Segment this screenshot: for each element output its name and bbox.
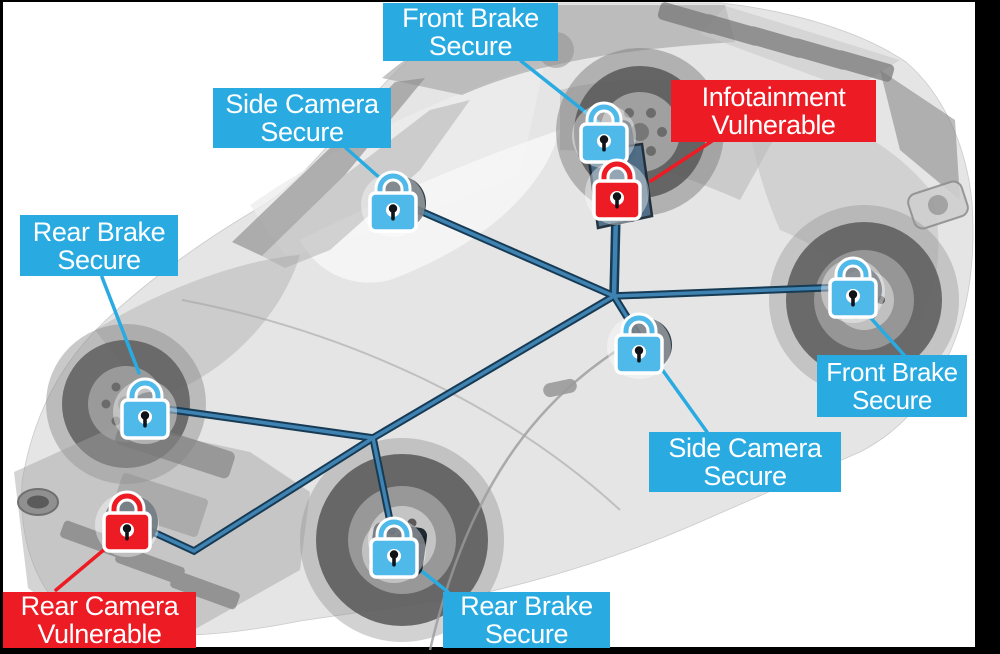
- lock-icon-infotainment: [585, 161, 649, 225]
- label-line2: Secure: [852, 385, 932, 415]
- label-side-camera-top: Side Camera Secure: [213, 88, 391, 148]
- label-line2: Secure: [260, 117, 344, 147]
- lock-icon-rear-brake-bottom: [362, 519, 426, 583]
- headlight: [907, 180, 969, 230]
- lock-icon-front-brake-right: [821, 259, 885, 323]
- label-line2: Vulnerable: [711, 110, 836, 140]
- grille-slats: [657, 2, 895, 82]
- label-side-camera-right: Side Camera Secure: [649, 432, 841, 492]
- leader-side-camera-top: [344, 146, 384, 182]
- label-line2: Vulnerable: [37, 619, 162, 649]
- label-line1: Side Camera: [225, 89, 379, 119]
- side-window: [262, 100, 470, 268]
- belt-line: [181, 299, 621, 511]
- label-line1: Rear Brake: [460, 591, 593, 621]
- label-line1: Rear Brake: [32, 216, 166, 247]
- label-rear-brake-left: Rear Brake Secure: [20, 215, 178, 276]
- lock-icon-rear-camera: [95, 493, 159, 557]
- label-rear-brake-bottom: Rear Brake Secure: [443, 592, 610, 648]
- label-line1: Front Brake: [402, 3, 539, 33]
- label-front-brake-top: Front Brake Secure: [383, 3, 558, 61]
- leader-rear-brake-left: [100, 275, 141, 375]
- label-front-brake-right: Front Brake Secure: [817, 355, 967, 417]
- front-corner: [880, 70, 960, 200]
- leader-rear-camera: [54, 541, 114, 592]
- leader-infotainment: [649, 139, 714, 183]
- label-infotainment: Infotainment Vulnerable: [671, 80, 876, 142]
- network-lines: [136, 195, 852, 556]
- lock-icon-side-camera-right: [607, 315, 671, 379]
- lock-icon-front-brake-top: [572, 104, 636, 168]
- lock-icon-rear-brake-left: [113, 380, 177, 444]
- label-line2: Secure: [703, 461, 787, 491]
- leader-side-camera-right: [654, 359, 709, 434]
- label-line1: Rear Camera: [20, 591, 179, 621]
- leader-lines: [54, 59, 907, 594]
- label-line2: Secure: [428, 31, 513, 61]
- door-handle: [543, 378, 577, 398]
- label-line1: Side Camera: [668, 433, 822, 463]
- deck-highlight: [300, 130, 560, 283]
- label-rear-camera: Rear Camera Vulnerable: [3, 592, 196, 648]
- label-line2: Secure: [484, 619, 569, 649]
- lock-icon-side-camera-top: [361, 173, 425, 237]
- label-line1: Front Brake: [826, 357, 958, 387]
- label-line2: Secure: [57, 244, 141, 275]
- label-line1: Infotainment: [701, 82, 846, 112]
